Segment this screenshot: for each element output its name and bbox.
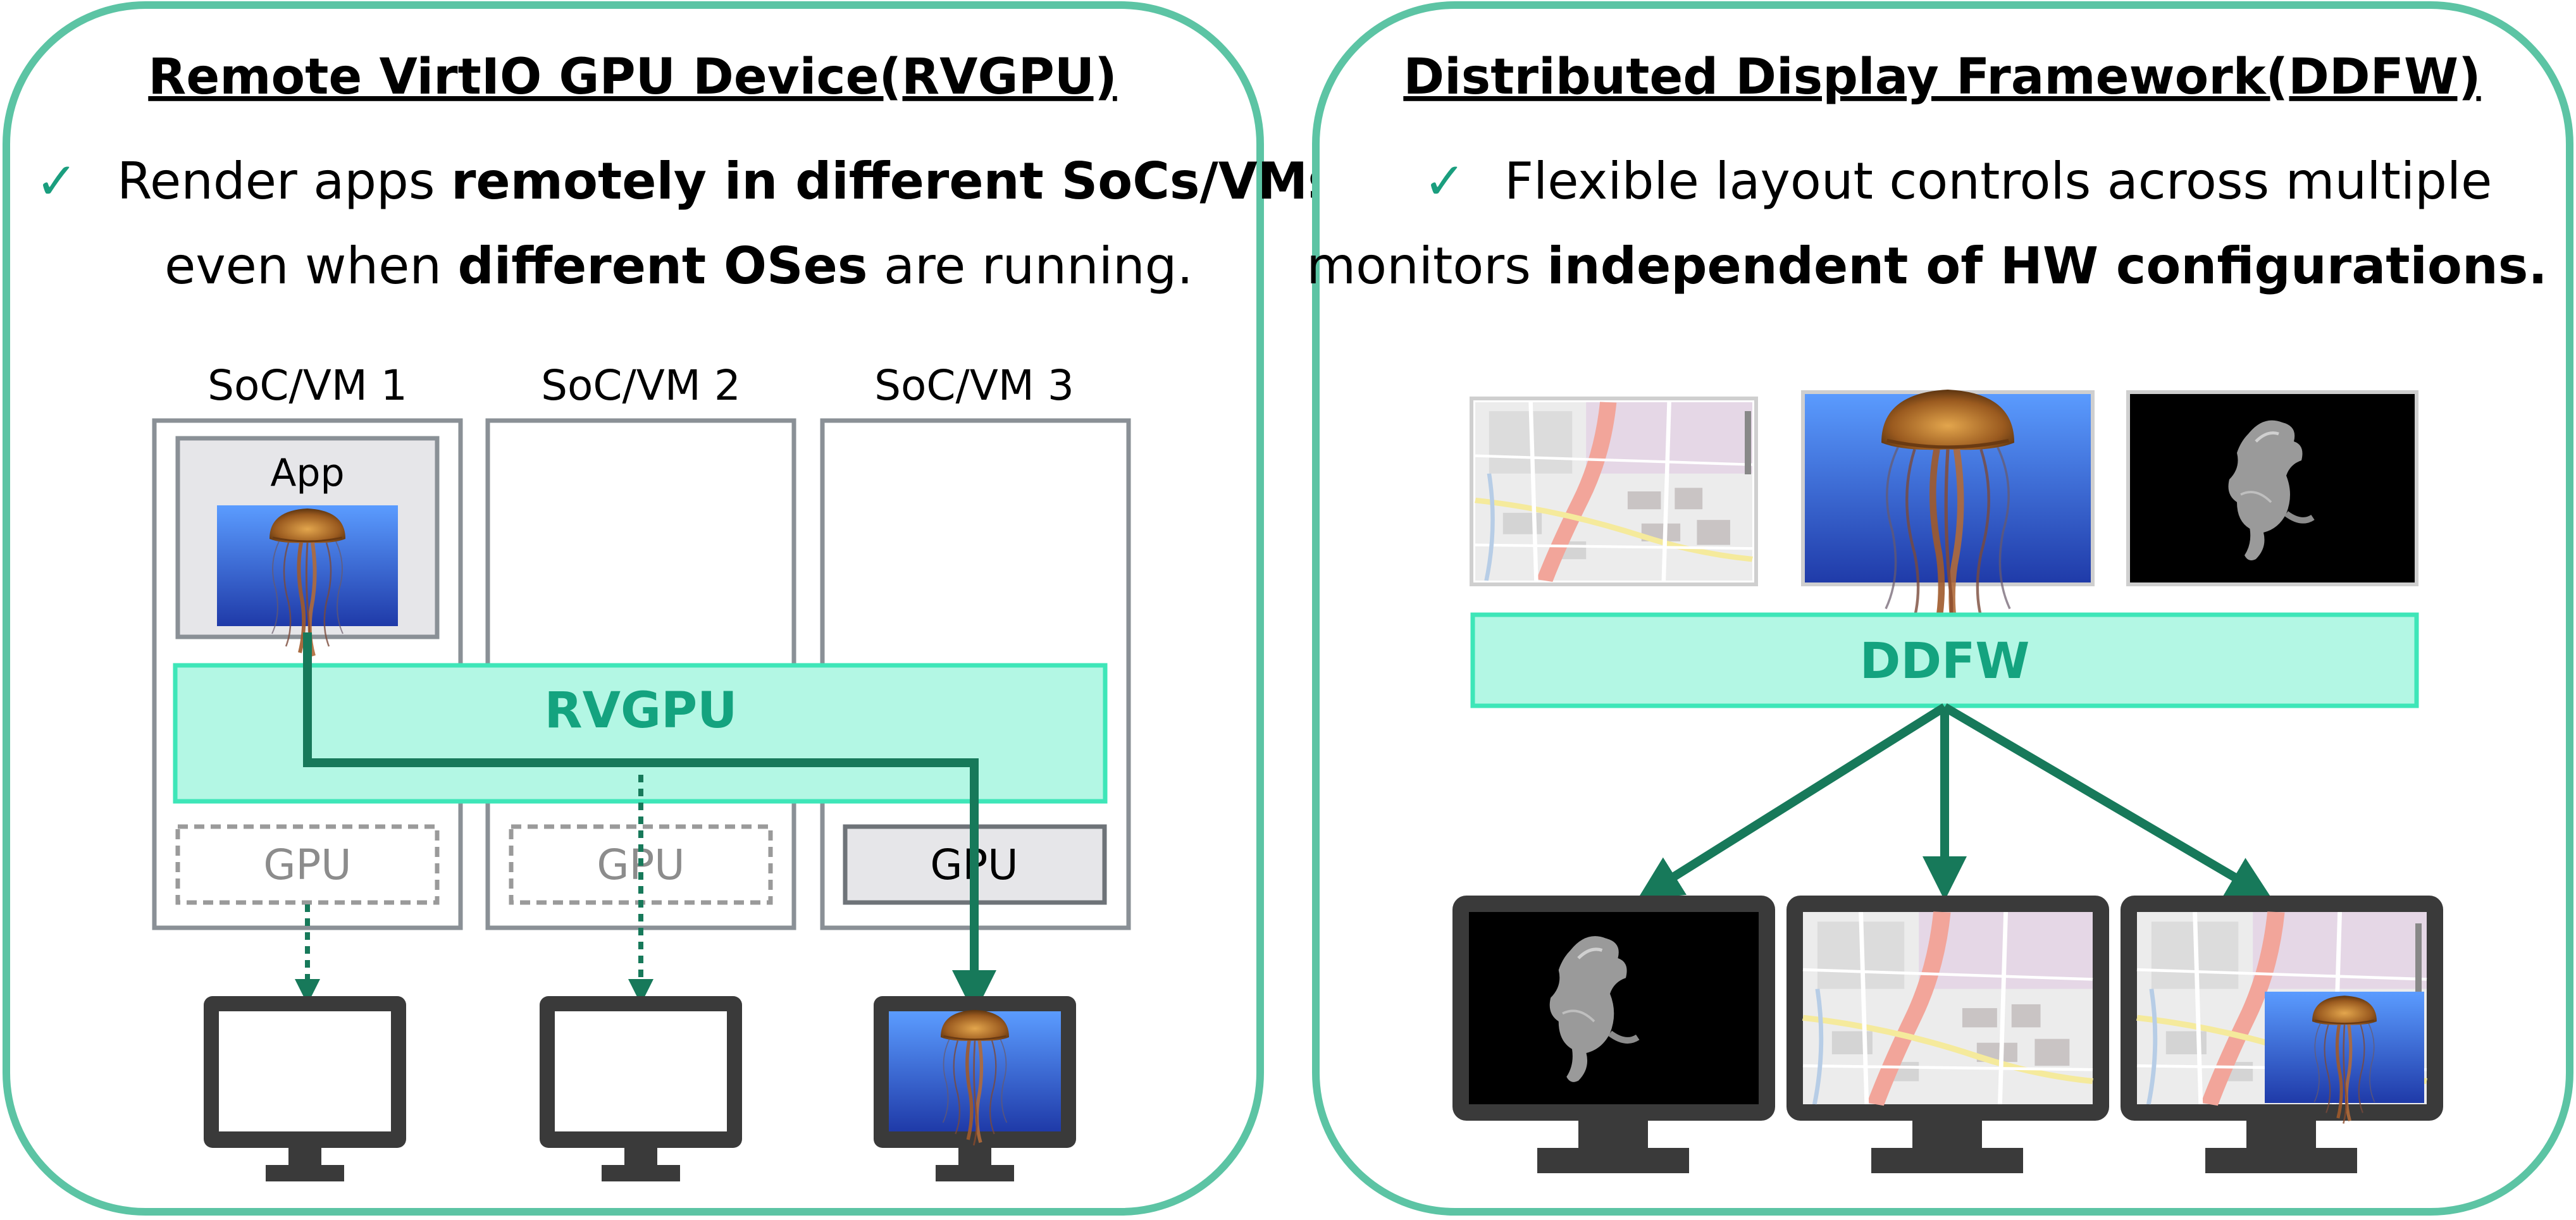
display-monitor-map-jellyfish	[2121, 896, 2443, 1173]
left-description-line-2: even when different OSes are running.	[164, 237, 1193, 295]
source-map-thumbnail	[1471, 398, 1756, 584]
left-line-2-normal-b: are running.	[868, 237, 1193, 295]
right-description-line-1: Flexible layout controls across multiple	[1504, 152, 2492, 211]
left-panel-border	[3, 1, 1264, 1216]
monitor-3	[874, 996, 1076, 1181]
rvgpu-label: RVGPU	[545, 682, 738, 739]
distribution-arrow-left	[1637, 703, 1947, 900]
right-description-line-2: monitors independent of HW configuration…	[1306, 237, 2548, 295]
left-line-1-bold: remotely in different SoCs/VMs	[451, 152, 1338, 211]
soc-label-1: SoC/VM 1	[207, 361, 407, 410]
display-monitor-horse	[1452, 896, 1775, 1173]
source-jellyfish-thumbnail	[1801, 390, 2095, 653]
left-panel: Remote VirtIO GPU Device(RVGPU) ✓ Render…	[3, 1, 1338, 1216]
checkmark-icon: ✓	[35, 152, 78, 211]
left-line-2-normal-a: even when	[164, 237, 457, 295]
right-panel-title: Distributed Display Framework(DDFW)	[1403, 49, 2480, 106]
right-line-2-bold: independent of HW configurations.	[1547, 237, 2547, 295]
display-monitor-map	[1786, 896, 2109, 1173]
left-panel-title: Remote VirtIO GPU Device(RVGPU)	[148, 49, 1117, 106]
ddfw-label: DDFW	[1860, 633, 2030, 690]
left-description-line-1: Render apps remotely in different SoCs/V…	[117, 152, 1338, 211]
ddfw-bar	[1470, 612, 2419, 708]
gpu-box-1	[175, 824, 440, 905]
distribution-arrow-right	[1942, 703, 2273, 900]
left-line-1-normal: Render apps	[117, 152, 451, 211]
monitor-2	[540, 996, 742, 1181]
monitor-1	[204, 996, 406, 1181]
app-label: App	[270, 451, 344, 495]
right-line-2-normal: monitors	[1306, 237, 1547, 295]
render-route-arrow	[303, 632, 996, 1014]
gpu-label-1: GPU	[263, 841, 351, 889]
checkmark-icon-right: ✓	[1423, 152, 1466, 211]
source-horse-thumbnail	[2126, 390, 2418, 586]
left-line-2-bold: different OSes	[458, 237, 868, 295]
app-jellyfish-image	[217, 505, 398, 659]
soc-label-2: SoC/VM 2	[541, 361, 741, 410]
soc-label-3: SoC/VM 3	[874, 361, 1074, 410]
right-panel: Distributed Display Framework(DDFW) ✓ Fl…	[1306, 1, 2573, 1216]
